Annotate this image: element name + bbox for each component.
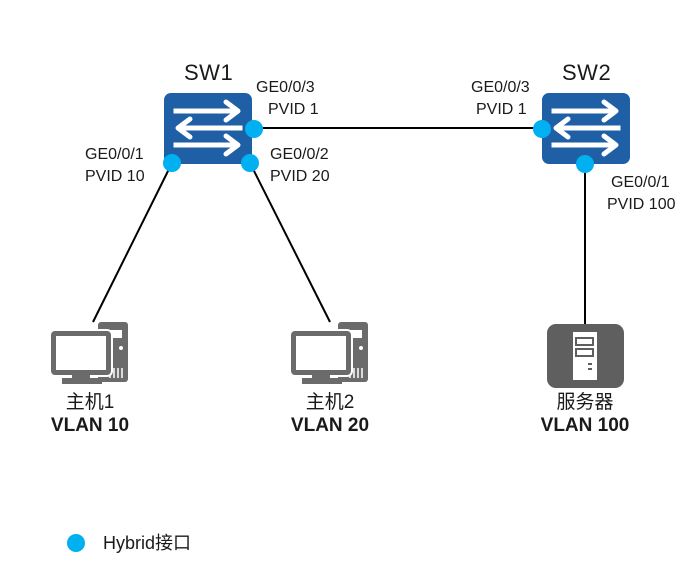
- pc-icon[interactable]: [48, 320, 130, 384]
- port-pvid: PVID 1: [476, 101, 527, 118]
- switch-icon[interactable]: [542, 93, 630, 164]
- port-name: GE0/0/1: [611, 174, 670, 191]
- host1-name: 主机1: [65, 392, 115, 413]
- hybrid-port-sw1-ge003[interactable]: [245, 120, 263, 138]
- sw2-port-ge003-label: GE0/0/3 PVID 1: [471, 77, 530, 121]
- hybrid-port-sw2-ge003[interactable]: [533, 120, 551, 138]
- server-icon[interactable]: [547, 324, 624, 388]
- hybrid-port-sw2-ge001[interactable]: [576, 155, 594, 173]
- port-name: GE0/0/3: [471, 79, 530, 96]
- host1-vlan: VLAN 10: [50, 415, 130, 436]
- host2-vlan: VLAN 20: [290, 415, 370, 436]
- port-pvid: PVID 1: [268, 101, 319, 118]
- hybrid-port-sw1-ge001[interactable]: [163, 154, 181, 172]
- sw1-title: SW1: [184, 60, 234, 85]
- hybrid-port-legend-dot: [67, 534, 85, 552]
- port-name: GE0/0/3: [256, 79, 315, 96]
- sw1-port-ge001-label: GE0/0/1 PVID 10: [85, 144, 145, 188]
- port-pvid: PVID 100: [607, 196, 676, 213]
- port-name: GE0/0/1: [85, 146, 144, 163]
- server-vlan: VLAN 100: [540, 415, 630, 436]
- port-name: GE0/0/2: [270, 146, 329, 163]
- link-sw1-host2: [249, 162, 331, 323]
- port-pvid: PVID 20: [270, 168, 330, 185]
- sw1-port-ge003-label: GE0/0/3 PVID 1: [256, 77, 319, 121]
- host2-name: 主机2: [305, 392, 355, 413]
- sw2-port-ge001-label: GE0/0/1 PVID 100: [607, 172, 675, 216]
- link-sw1-host1: [92, 162, 173, 323]
- pc-icon[interactable]: [288, 320, 370, 384]
- switch-icon[interactable]: [164, 93, 252, 164]
- sw1-port-ge002-label: GE0/0/2 PVID 20: [270, 144, 330, 188]
- hybrid-port-sw1-ge002[interactable]: [241, 154, 259, 172]
- port-pvid: PVID 10: [85, 168, 145, 185]
- legend-label: Hybrid接口: [103, 533, 192, 553]
- server-name: 服务器: [556, 392, 614, 413]
- sw2-title: SW2: [562, 60, 612, 85]
